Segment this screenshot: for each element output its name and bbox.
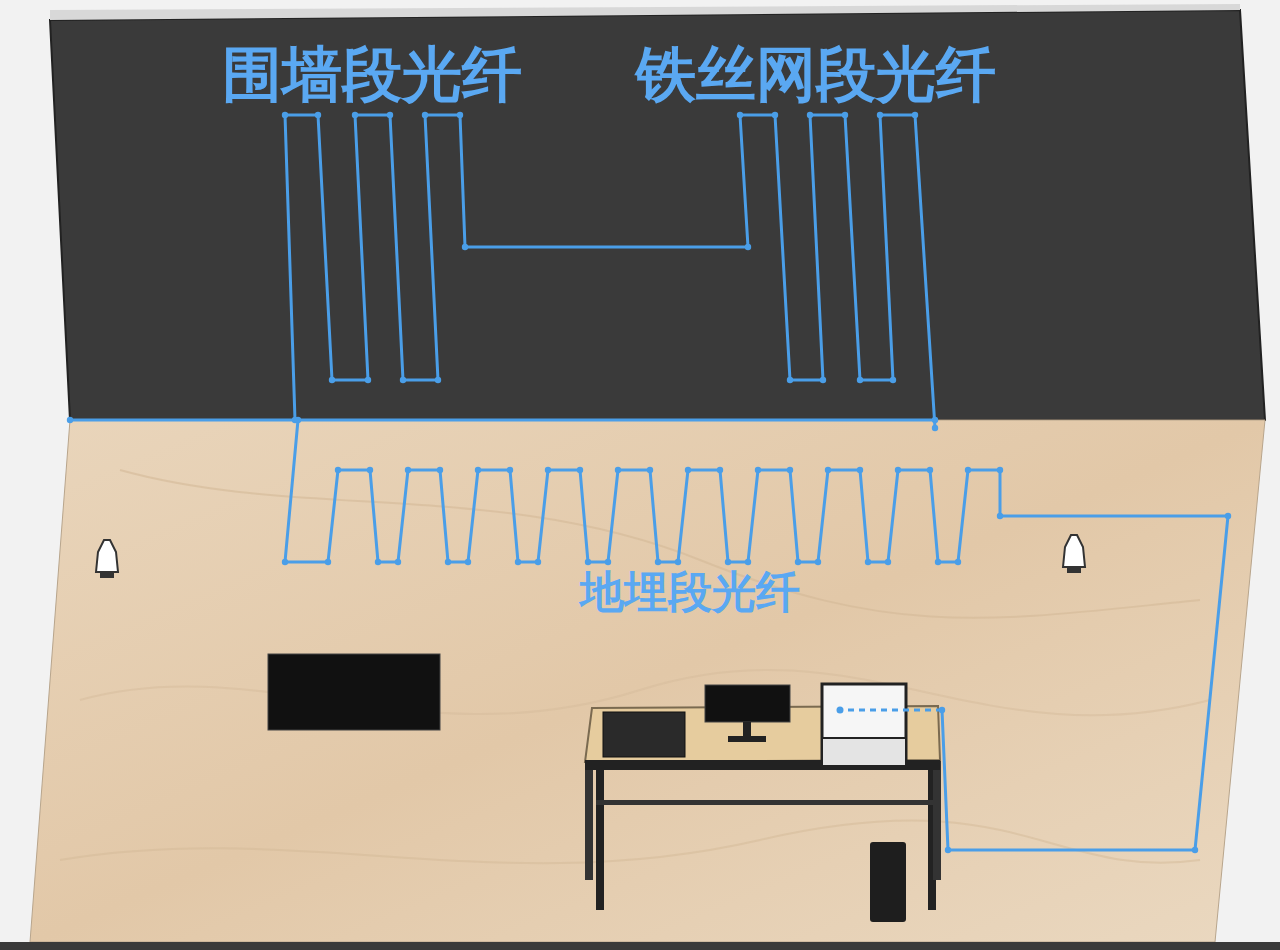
fiber-vertex — [352, 112, 358, 118]
marble-vein — [60, 821, 1200, 864]
fiber-vertex — [795, 559, 801, 565]
fiber-vertex — [282, 559, 288, 565]
monitoring-host — [822, 684, 906, 766]
fiber-vertex — [825, 467, 831, 473]
fiber-vertex — [842, 112, 848, 118]
fiber-vertex — [535, 559, 541, 565]
fiber-vertex — [1225, 513, 1231, 519]
wall-top-edge — [50, 4, 1240, 20]
fiber-vertex — [282, 112, 288, 118]
fiber-vertex — [507, 467, 513, 473]
fiber-vertex — [615, 467, 621, 473]
fiber-vertex — [965, 467, 971, 473]
fiber-vertex — [725, 559, 731, 565]
fiber-vertex — [462, 244, 468, 250]
fiber-vertex — [435, 377, 441, 383]
fiber-vertex — [585, 559, 591, 565]
fiber-vertex — [445, 559, 451, 565]
display-board — [268, 654, 440, 730]
fiber-vertex — [745, 559, 751, 565]
fiber-vertex — [997, 513, 1003, 519]
fiber-vertex — [387, 112, 393, 118]
fiber-vertex — [395, 559, 401, 565]
fiber-vertex — [837, 707, 844, 714]
fiber-vertex — [890, 377, 896, 383]
camera-icon — [1063, 535, 1085, 573]
laptop — [603, 712, 685, 757]
fiber-vertex — [1192, 847, 1198, 853]
fiber-vertex — [772, 112, 778, 118]
fiber-vertex — [815, 559, 821, 565]
fiber-vertex — [717, 467, 723, 473]
fiber-vertex — [295, 417, 301, 423]
fiber-vertex — [400, 377, 406, 383]
fiber-vertex — [912, 112, 918, 118]
fiber-vertex — [475, 467, 481, 473]
fiber-vertex — [787, 377, 793, 383]
monitor — [705, 685, 790, 742]
fiber-vertex — [655, 559, 661, 565]
fiber-vertex — [885, 559, 891, 565]
fiber-vertex — [375, 559, 381, 565]
camera-icon — [96, 540, 118, 578]
fiber-vertex — [737, 112, 743, 118]
wall-base-fiber — [70, 419, 935, 422]
fiber-vertex — [857, 377, 863, 383]
section-label: 围墙段光纤 — [222, 41, 522, 107]
fiber-vertex — [857, 467, 863, 473]
fiber-vertex — [315, 112, 321, 118]
fiber-vertex — [997, 467, 1003, 473]
section-label: 地埋段光纤 — [580, 568, 800, 616]
fiber-vertex — [787, 467, 793, 473]
floor-bottom-edge — [0, 942, 1280, 950]
section-label: 铁丝网段光纤 — [636, 41, 996, 107]
fiber-vertex — [865, 559, 871, 565]
fiber-vertex — [935, 559, 941, 565]
fiber-vertex — [647, 467, 653, 473]
floor-panel — [30, 420, 1265, 942]
fiber-vertex — [365, 377, 371, 383]
fiber-vertex — [932, 425, 938, 431]
fiber-vertex — [367, 467, 373, 473]
host-fiber-link — [840, 709, 942, 712]
fiber-vertex — [405, 467, 411, 473]
buried-fiber — [285, 420, 1228, 850]
fiber-vertex — [422, 112, 428, 118]
fiber-vertex — [67, 417, 73, 423]
fiber-vertex — [895, 467, 901, 473]
fiber-vertex — [465, 559, 471, 565]
fiber-vertex — [325, 559, 331, 565]
fiber-vertex — [955, 559, 961, 565]
fiber-vertex — [335, 467, 341, 473]
wall-fence-fiber — [285, 115, 935, 428]
fiber-vertex — [877, 112, 883, 118]
fiber-vertex — [945, 847, 951, 853]
fiber-vertex — [329, 377, 335, 383]
fiber-vertex — [807, 112, 813, 118]
fiber-vertex — [545, 467, 551, 473]
fiber-vertex — [745, 244, 751, 250]
fiber-vertex — [675, 559, 681, 565]
marble-vein — [120, 470, 1200, 618]
fiber-vertex — [437, 467, 443, 473]
ups-box — [870, 842, 906, 922]
fiber-vertex — [515, 559, 521, 565]
fiber-vertex — [927, 467, 933, 473]
fiber-vertex — [820, 377, 826, 383]
fiber-vertex — [755, 467, 761, 473]
fiber-vertex — [685, 467, 691, 473]
fiber-vertex — [605, 559, 611, 565]
fiber-vertex — [577, 467, 583, 473]
fiber-vertex — [457, 112, 463, 118]
wall-panel — [50, 10, 1265, 420]
